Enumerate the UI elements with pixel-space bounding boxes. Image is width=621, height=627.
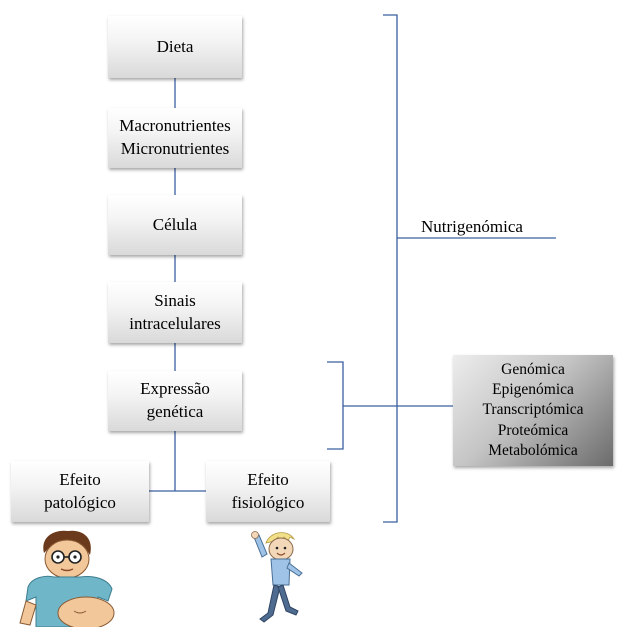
fisiologico-label-line1: Efeito bbox=[247, 469, 289, 489]
expressao-box: Expressão genética bbox=[108, 371, 242, 431]
sinais-box: Sinais intracelulares bbox=[108, 282, 242, 343]
expressao-label-line2: genética bbox=[146, 402, 204, 421]
dieta-box: Dieta bbox=[108, 16, 242, 78]
macronutrientes-label: Macronutrientes bbox=[119, 116, 231, 136]
omics-proteomica: Proteómica bbox=[497, 421, 569, 439]
efeito-patologico-box: Efeito patológico bbox=[11, 461, 149, 522]
omics-epigenomica: Epigenómica bbox=[492, 381, 574, 399]
omics-transcriptomica: Transcriptómica bbox=[482, 401, 584, 419]
sinais-label-line2: intracelulares bbox=[129, 313, 221, 333]
nutrigenomica-bracket bbox=[383, 14, 398, 523]
omics-bracket bbox=[327, 361, 344, 450]
dieta-label: Dieta bbox=[156, 36, 194, 56]
celula-box: Célula bbox=[108, 195, 242, 255]
patologico-label-line1: Efeito bbox=[59, 469, 101, 489]
sinais-label-line1: Sinais bbox=[154, 290, 196, 310]
micronutrientes-label: Micronutrientes bbox=[120, 139, 230, 158]
healthy-person-illustration bbox=[251, 531, 303, 623]
overweight-person-illustration bbox=[19, 530, 115, 627]
celula-label: Célula bbox=[152, 214, 198, 234]
expressao-label-line1: Expressão bbox=[140, 379, 210, 399]
omics-metabolomica: Metabolómica bbox=[488, 441, 578, 459]
efeito-fisiologico-box: Efeito fisiológico bbox=[206, 461, 330, 522]
fisiologico-label-line2: fisiológico bbox=[231, 492, 305, 512]
omics-genomica: Genómica bbox=[501, 361, 565, 379]
nutrigenomica-label: Nutrigenómica bbox=[421, 217, 523, 236]
nutrientes-box: Macronutrientes Micronutrientes bbox=[108, 108, 242, 168]
patologico-label-line2: patológico bbox=[44, 492, 116, 512]
omics-box: Genómica Epigenómica Transcriptómica Pro… bbox=[453, 355, 613, 466]
